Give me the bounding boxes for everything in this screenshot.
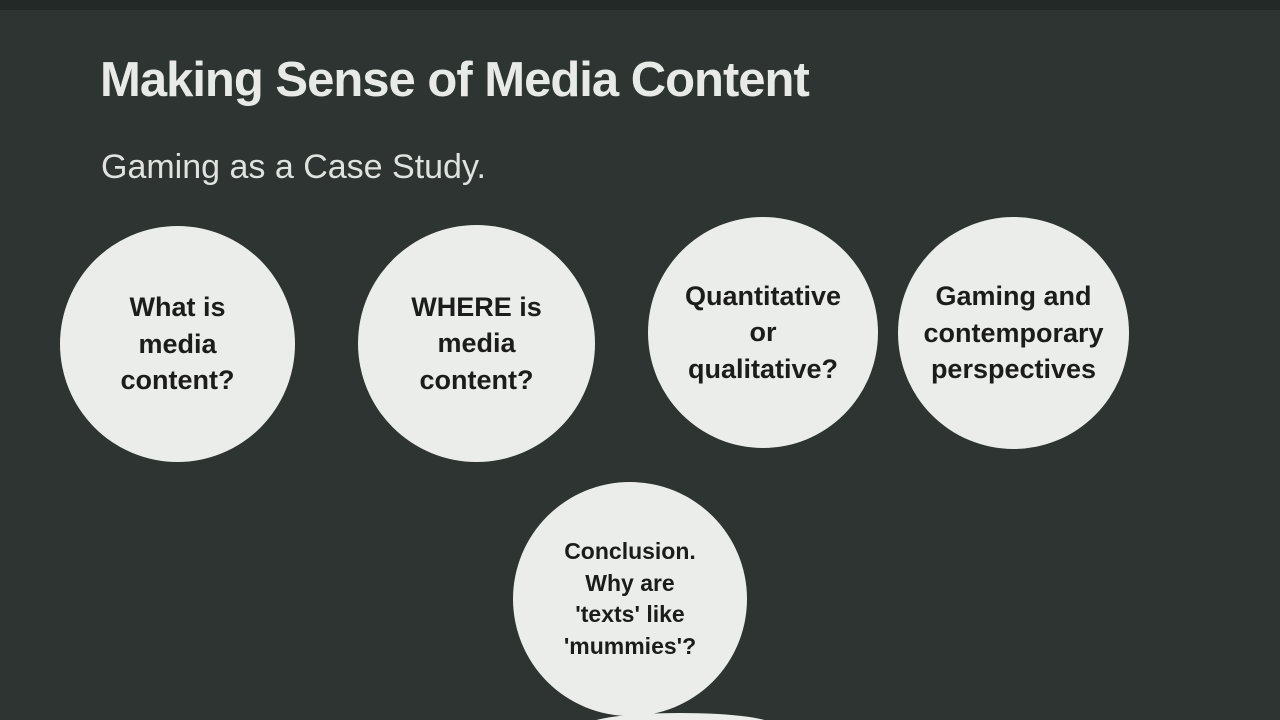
slide-subtitle: Gaming as a Case Study. xyxy=(101,148,486,186)
slide-title: Making Sense of Media Content xyxy=(100,53,810,107)
topic-bubble-conclusion[interactable]: Conclusion. Why are 'texts' like 'mummie… xyxy=(513,482,747,716)
bubble-label: Quantitative or qualitative? xyxy=(684,280,842,384)
top-letterbox-bar xyxy=(0,0,1280,10)
bubble-label: WHERE is media content? xyxy=(411,291,542,395)
topic-bubble-gaming-and-contemporary-perspectives[interactable]: Gaming and contemporary perspectives xyxy=(898,217,1129,449)
topic-bubble-quantitative-or-qualitative[interactable]: Quantitative or qualitative? xyxy=(648,217,878,448)
bubble-label: What is media content? xyxy=(120,292,235,396)
bubble-label: Gaming and contemporary perspectives xyxy=(923,281,1104,385)
partial-circle-bottom-edge xyxy=(588,713,773,720)
bubble-label: Conclusion. Why are 'texts' like 'mummie… xyxy=(563,538,697,659)
topic-bubble-what-is-media-content[interactable]: What is media content? xyxy=(60,226,295,462)
topic-bubble-where-is-media-content[interactable]: WHERE is media content? xyxy=(358,225,595,462)
